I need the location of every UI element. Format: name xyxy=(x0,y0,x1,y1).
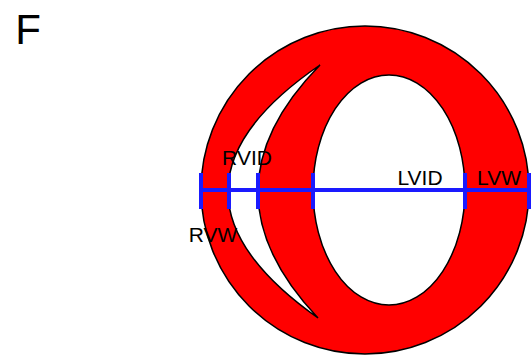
heart-outline xyxy=(201,26,529,354)
dimension-label: RVW xyxy=(189,224,238,245)
panel-letter: F xyxy=(15,9,41,51)
dimension-label: LVW xyxy=(477,167,521,188)
dimension-label: RVID xyxy=(222,147,272,168)
dimension-label: LVID xyxy=(397,167,442,188)
